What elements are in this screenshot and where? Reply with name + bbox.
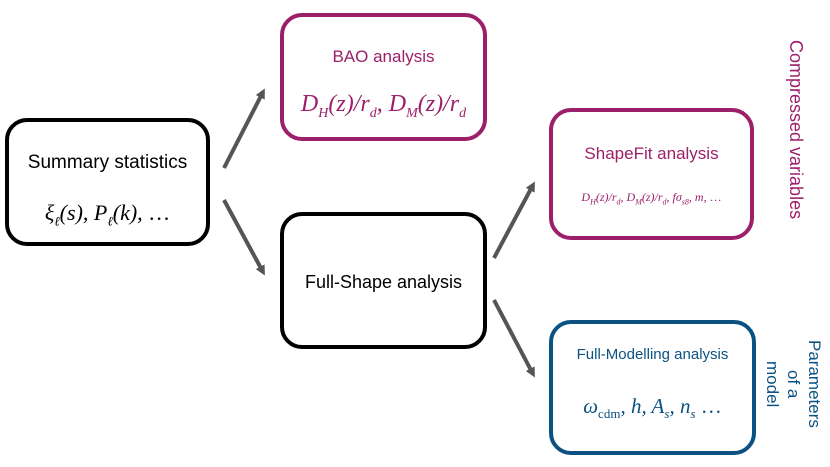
shapefit-analysis-title: ShapeFit analysis <box>584 144 719 163</box>
parameters-label-line-3: model <box>763 360 782 408</box>
full-shape-analysis-box: Full-Shape analysis <box>280 212 487 349</box>
parameters-label-line-1: Parameters <box>805 340 824 428</box>
bao-analysis-box: BAO analysis DH(z)/rd, DM(z)/rd <box>280 13 487 141</box>
arrow-summary-to-fullshape <box>222 199 265 276</box>
arrow-summary-to-bao <box>222 88 265 169</box>
summary-statistics-title: Summary statistics <box>27 152 188 173</box>
full-modelling-analysis-title: Full-Modelling analysis <box>576 346 729 363</box>
full-modelling-analysis-box: Full-Modelling analysis ωcdm, h, As, ns … <box>549 320 756 455</box>
bao-analysis-title: BAO analysis <box>332 47 435 66</box>
compressed-variables-label: Compressed variables <box>786 40 806 220</box>
full-shape-analysis-title: Full-Shape analysis <box>304 272 463 292</box>
parameters-of-a-model-label: Parameters of a model <box>762 324 825 444</box>
parameters-label-line-2: of a <box>784 369 803 399</box>
summary-statistics-box: Summary statistics ξℓ(s), Pℓ(k), … <box>5 118 210 246</box>
shapefit-analysis-formula: DH(z)/rd, DM(z)/rd, fσs8, m, … <box>581 190 722 207</box>
shapefit-analysis-box: ShapeFit analysis DH(z)/rd, DM(z)/rd, fσ… <box>549 108 754 240</box>
bao-analysis-formula: DH(z)/rd, DM(z)/rd <box>300 91 467 121</box>
arrow-fullshape-to-fullmodelling <box>492 299 535 378</box>
summary-statistics-formula: ξℓ(s), Pℓ(k), … <box>44 200 171 229</box>
full-modelling-analysis-formula: ωcdm, h, As, ns … <box>583 394 722 422</box>
arrow-fullshape-to-shapefit <box>492 181 535 259</box>
